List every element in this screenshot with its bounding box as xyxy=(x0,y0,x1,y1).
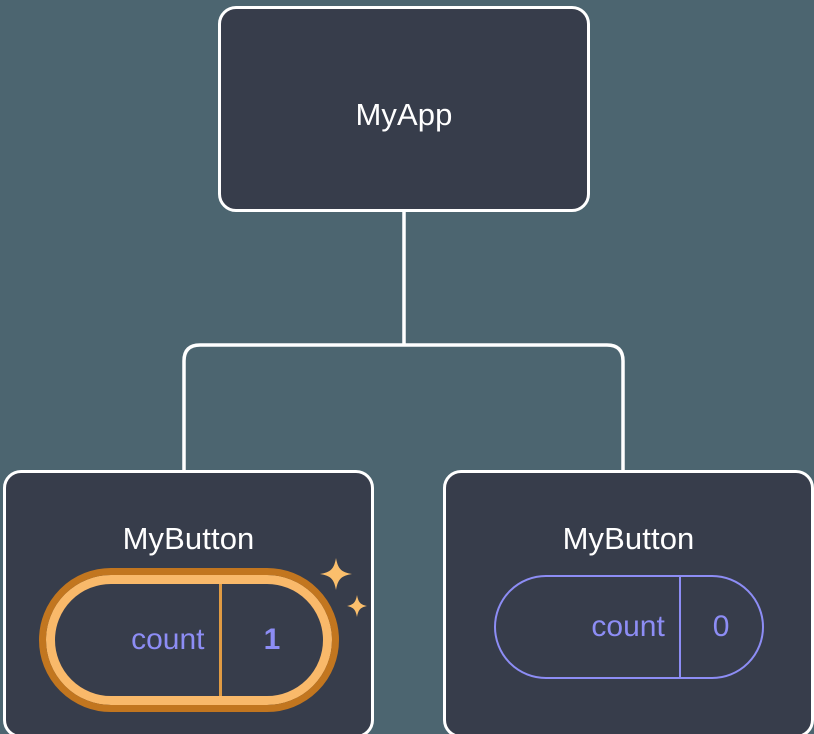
state-pill-wrap-right: count 0 xyxy=(493,575,764,679)
state-key-left: count xyxy=(131,623,205,656)
node-mybutton-right-title: MyButton xyxy=(562,521,695,556)
node-mybutton-left[interactable]: MyButton count 1 xyxy=(3,470,374,734)
state-pill-plain[interactable]: count 0 xyxy=(493,575,764,679)
node-mybutton-left-title: MyButton xyxy=(122,521,255,556)
node-myapp[interactable]: MyApp xyxy=(218,6,590,212)
state-pill-wrap-left: count 1 xyxy=(38,568,339,712)
state-value-right: 0 xyxy=(678,577,762,677)
state-pill-highlighted[interactable]: count 1 xyxy=(38,568,339,712)
node-mybutton-right[interactable]: MyButton count 0 xyxy=(443,470,814,734)
connector-bus xyxy=(182,343,625,480)
state-key-right: count xyxy=(591,610,665,643)
node-myapp-title: MyApp xyxy=(355,97,453,132)
state-value-left: 1 xyxy=(218,584,323,696)
